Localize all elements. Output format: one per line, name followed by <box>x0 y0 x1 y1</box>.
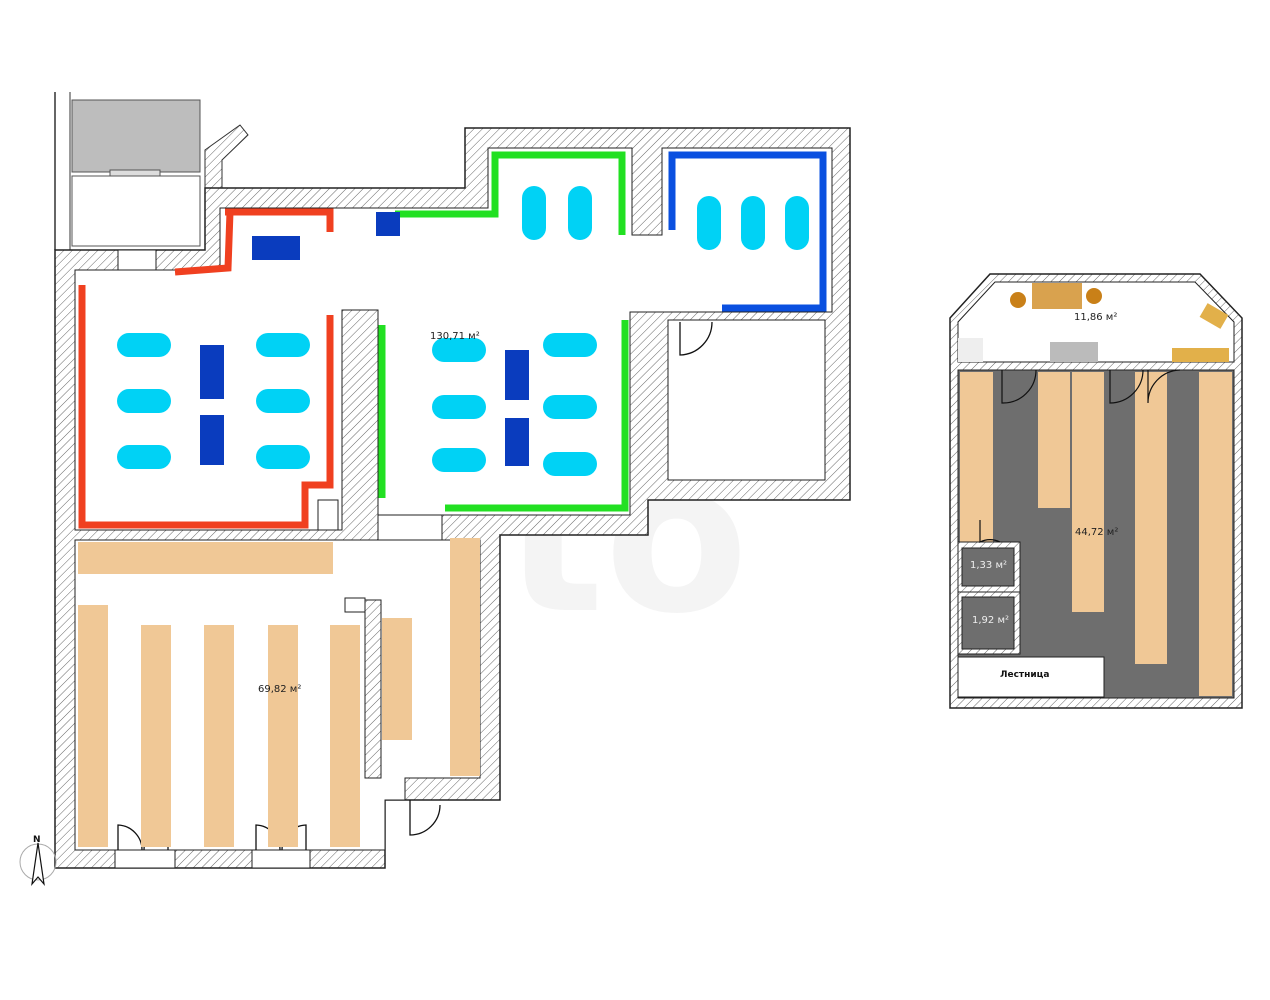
small-room <box>667 319 826 481</box>
partition-wall <box>364 599 382 779</box>
compass-icon: N <box>19 835 57 886</box>
window <box>251 849 311 869</box>
balcony <box>54 92 249 250</box>
second-floor: 11,86 м² 44,72 м² 1,33 м² 1,92 м² Лестни… <box>949 273 1243 709</box>
shelves <box>78 538 480 847</box>
window <box>114 849 176 869</box>
compass-label: N <box>33 835 41 845</box>
area-label-entrance: 11,86 м² <box>1074 312 1117 323</box>
area-label-office: 130,71 м² <box>430 331 480 342</box>
area-label-store: 69,82 м² <box>258 684 301 695</box>
racks <box>960 372 1232 696</box>
area-label-hall: 44,72 м² <box>1075 527 1118 538</box>
desks <box>117 186 809 476</box>
cabinets <box>200 212 529 466</box>
blue-zone-outline <box>668 151 827 312</box>
red-zone-outline <box>78 285 334 529</box>
stairs-label: Лестница <box>1000 670 1049 680</box>
doors <box>979 369 1181 543</box>
main-floor: 130,71 м² 69,82 м² <box>54 127 851 869</box>
stairs <box>957 656 1105 698</box>
area-label-wc1: 1,33 м² <box>970 560 1007 571</box>
area-label-wc2: 1,92 м² <box>972 615 1009 626</box>
green-zone-outline <box>395 151 626 235</box>
doorway <box>377 514 443 541</box>
